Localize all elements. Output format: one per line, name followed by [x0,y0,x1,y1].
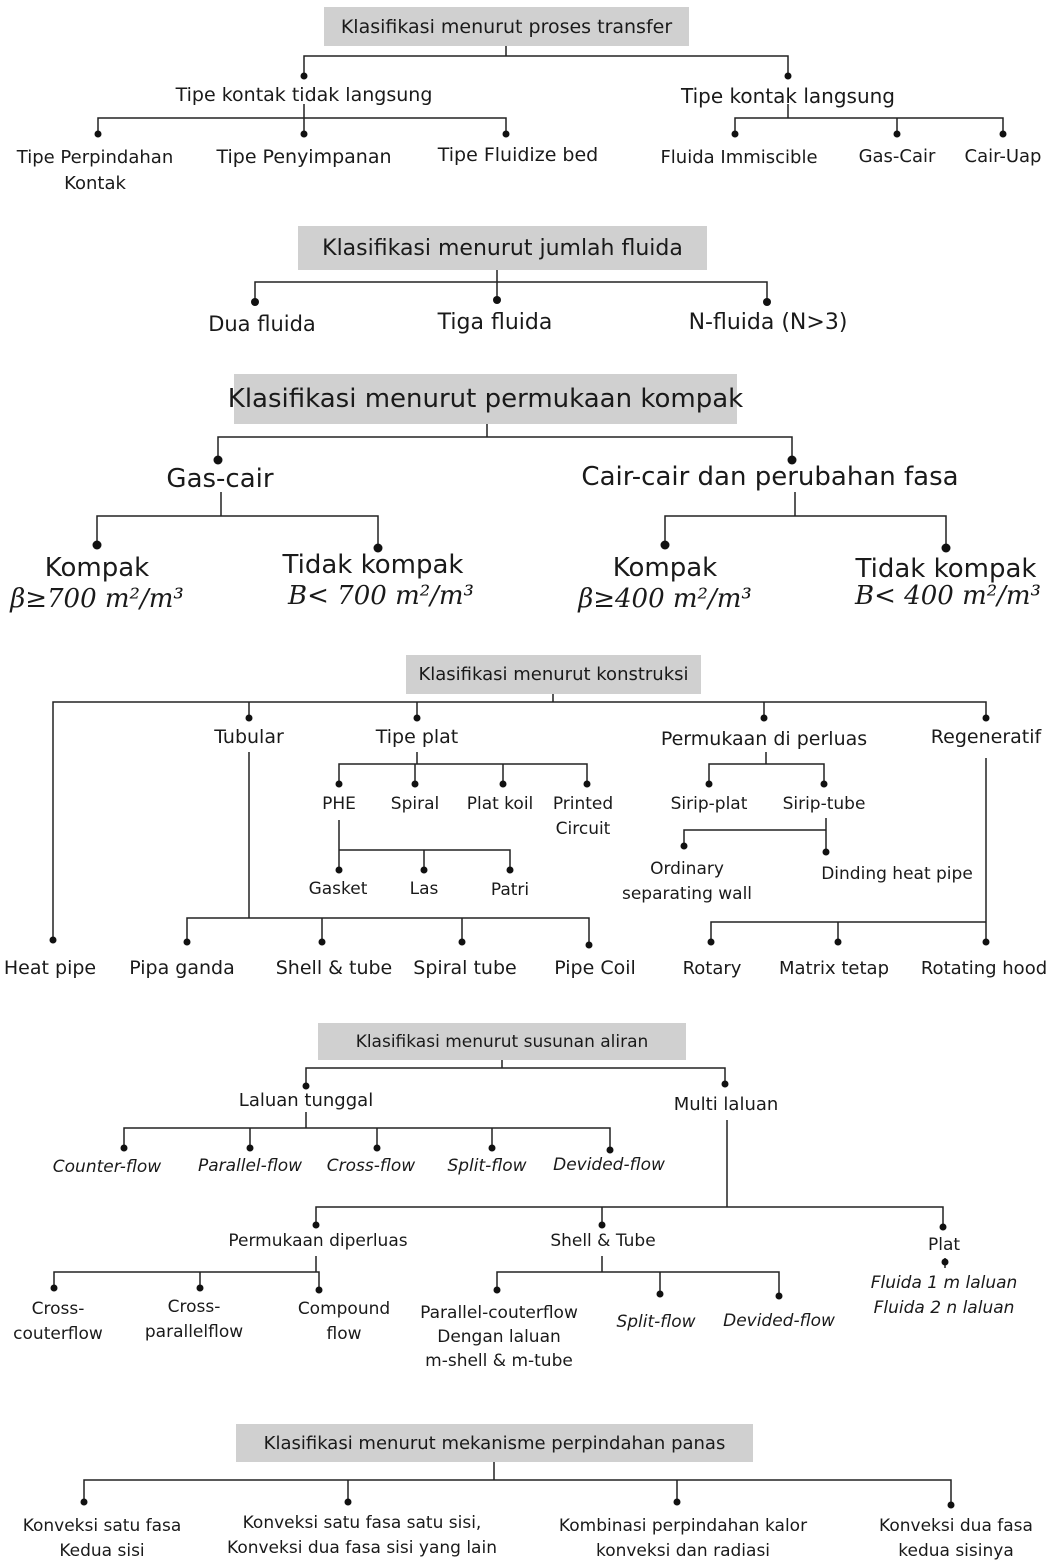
node-laluan-tunggal: Laluan tunggal [238,1090,374,1111]
node-matrix-tetap: Matrix tetap [778,958,890,979]
node-rotary: Rotary [682,958,742,979]
node-printed-circuit: Printed Circuit [552,794,614,839]
node-rotating-hood: Rotating hood [920,958,1048,979]
node-tipe-kontak-langsung: Tipe kontak langsung [681,84,895,108]
node-permukaan-di-perluas: Permukaan di perluas [660,728,868,750]
node-compound-flow: Compound flow [297,1299,391,1344]
node-tipe-plat: Tipe plat [375,726,459,748]
node-tipe-perpindahan-kontak: Tipe Perpindahan Kontak [16,147,174,195]
node-kompak-gas: Kompak [44,553,150,583]
node-cair-cair-perubahan-fasa: Cair-cair dan perubahan fasa [581,462,959,492]
node-dinding-heat-pipe: Dinding heat pipe [821,864,973,884]
node-gasket: Gasket [308,879,368,899]
node-las: Las [409,879,439,899]
node-counter-flow: Counter-flow [52,1157,162,1177]
node-konveksi-satu-fasa-kedua-sisi: Konveksi satu fasa Kedua sisi [22,1516,182,1561]
node-pipe-coil: Pipe Coil [554,957,636,979]
node-parallel-flow: Parallel-flow [197,1156,303,1176]
title-susunan-aliran: Klasifikasi menurut susunan aliran [318,1023,686,1060]
node-cair-uap: Cair-Uap [964,146,1042,167]
node-kompak-cair: Kompak [612,553,718,583]
node-shell-and-tube: Shell & Tube [550,1231,656,1251]
title-jumlah-fluida: Klasifikasi menurut jumlah fluida [298,226,707,270]
node-sirip-tube: Sirip-tube [782,794,866,814]
node-plat: Plat [927,1235,961,1255]
node-spiral: Spiral [390,794,440,814]
node-parallel-couterflow: Parallel-couterflow Dengan laluan m-shel… [420,1303,578,1371]
node-fluida-laluan: Fluida 1 m laluan Fluida 2 n laluan [870,1273,1018,1318]
node-tipe-penyimpanan: Tipe Penyimpanan [216,146,392,168]
node-tipe-fluidize-bed: Tipe Fluidize bed [437,144,599,166]
equation-b-700: B< 700 m²/m³ [288,581,474,611]
node-kombinasi-konveksi-radiasi: Kombinasi perpindahan kalor konveksi dan… [558,1516,808,1561]
node-regeneratif: Regeneratif [930,726,1042,748]
node-cross-flow: Cross-flow [326,1156,416,1176]
node-ordinary-separating-wall: Ordinary separating wall [621,859,753,904]
node-multi-laluan: Multi laluan [673,1094,779,1115]
node-heat-pipe: Heat pipe [3,957,97,979]
equation-b-400: B< 400 m²/m³ [855,581,1041,611]
node-tidak-kompak-cair: Tidak kompak [855,554,1037,584]
node-konveksi-satu-dua-fasa: Konveksi satu fasa satu sisi, Konveksi d… [227,1513,497,1558]
node-tidak-kompak-gas: Tidak kompak [282,550,464,580]
node-pipa-ganda: Pipa ganda [129,957,235,979]
node-gas-cair: Gas-cair [166,464,274,494]
node-tipe-kontak-tidak-langsung: Tipe kontak tidak langsung [175,84,433,106]
node-devided-flow: Devided-flow [553,1155,665,1175]
title-konstruksi: Klasifikasi menurut konstruksi [406,655,701,694]
node-devided-flow-shell: Devided-flow [723,1311,835,1331]
node-gas-cair-transfer: Gas-Cair [858,146,936,167]
title-permukaan-kompak: Klasifikasi menurut permukaan kompak [228,374,743,424]
node-cross-couterflow: Cross- couterflow [13,1299,103,1344]
title-mekanisme-perpindahan: Klasifikasi menurut mekanisme perpindaha… [236,1424,753,1462]
node-spiral-tube: Spiral tube [413,957,517,979]
node-split-flow: Split-flow [447,1156,527,1176]
equation-beta-400: β≥400 m²/m³ [578,584,752,614]
node-phe: PHE [322,794,356,814]
node-fluida-immiscible: Fluida Immiscible [660,147,818,168]
node-sirip-plat: Sirip-plat [670,794,748,814]
node-cross-parallelflow: Cross- parallelflow [144,1297,244,1342]
equation-beta-700: β≥700 m²/m³ [10,584,184,614]
node-konveksi-dua-fasa-kedua-sisi: Konveksi dua fasa kedua sisinya [879,1516,1033,1561]
title-proses-transfer: Klasifikasi menurut proses transfer [324,7,689,46]
node-tubular: Tubular [214,726,284,748]
node-split-flow-shell: Split-flow [616,1312,696,1332]
node-n-fluida: N-fluida (N>3) [688,310,848,335]
node-shell-tube: Shell & tube [275,957,393,979]
node-patri: Patri [490,880,530,900]
node-permukaan-diperluas: Permukaan diperluas [228,1231,408,1251]
node-tiga-fluida: Tiga fluida [437,310,553,335]
node-dua-fluida: Dua fluida [208,312,316,336]
node-plat-koil: Plat koil [466,794,534,814]
